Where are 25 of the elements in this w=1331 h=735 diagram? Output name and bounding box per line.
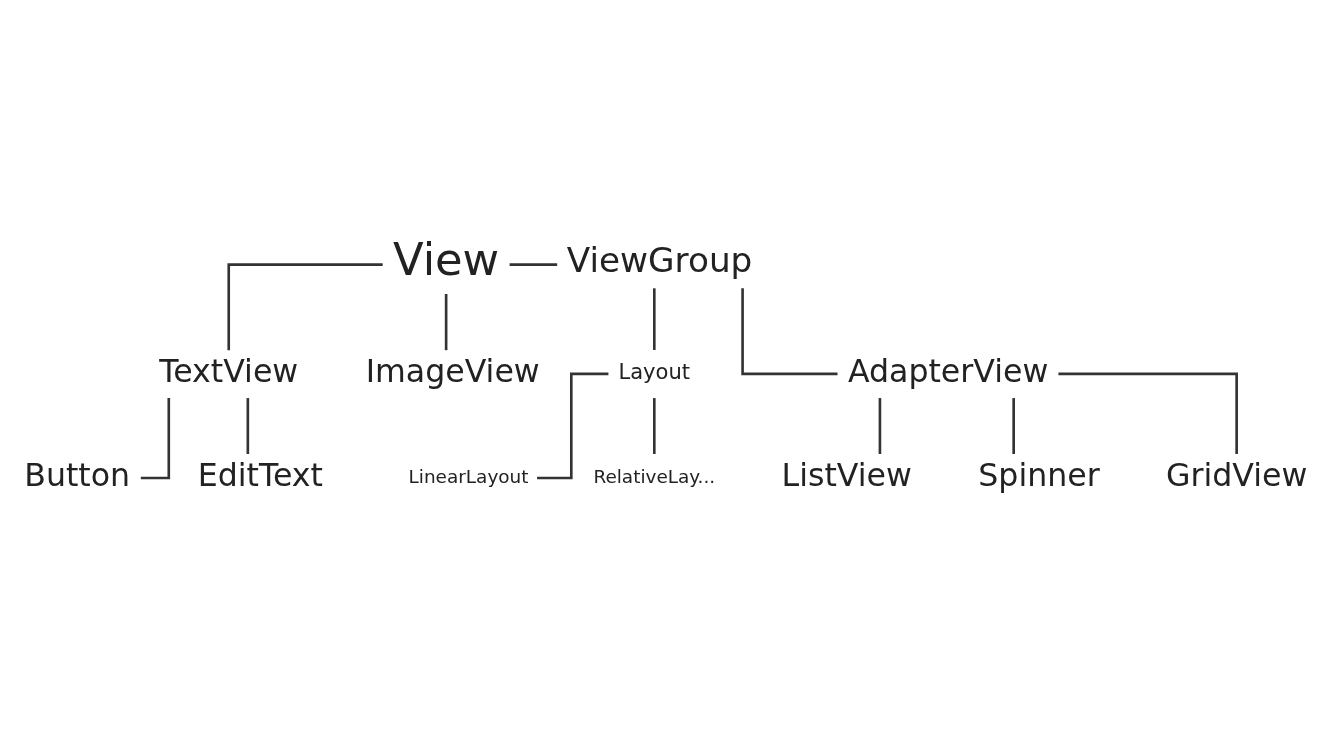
connector	[1012, 397, 1015, 454]
connector	[246, 397, 250, 454]
node-text: ListView	[781, 456, 912, 493]
connector	[652, 397, 656, 454]
node-text: GridView	[1165, 456, 1308, 493]
node-text: View	[392, 232, 500, 286]
node-text: Layout	[618, 358, 691, 384]
connector	[444, 293, 448, 350]
connector	[878, 397, 882, 454]
connector	[140, 397, 171, 479]
node-text: Spinner	[978, 456, 1100, 493]
node-text: Button	[24, 456, 131, 493]
connector	[741, 287, 838, 375]
connector	[652, 287, 656, 350]
node-text: TextView	[159, 352, 299, 389]
node-text: LinearLayout	[408, 465, 529, 487]
node-text: RelativeLay...	[593, 465, 716, 487]
node-text: ViewGroup	[566, 239, 753, 280]
connector	[1058, 372, 1238, 454]
connector	[537, 372, 609, 479]
node-text: ImageView	[365, 352, 540, 389]
node-text: AdapterView	[847, 352, 1049, 389]
node-text: EditText	[197, 456, 323, 493]
connector	[509, 262, 558, 266]
connector	[227, 262, 383, 350]
